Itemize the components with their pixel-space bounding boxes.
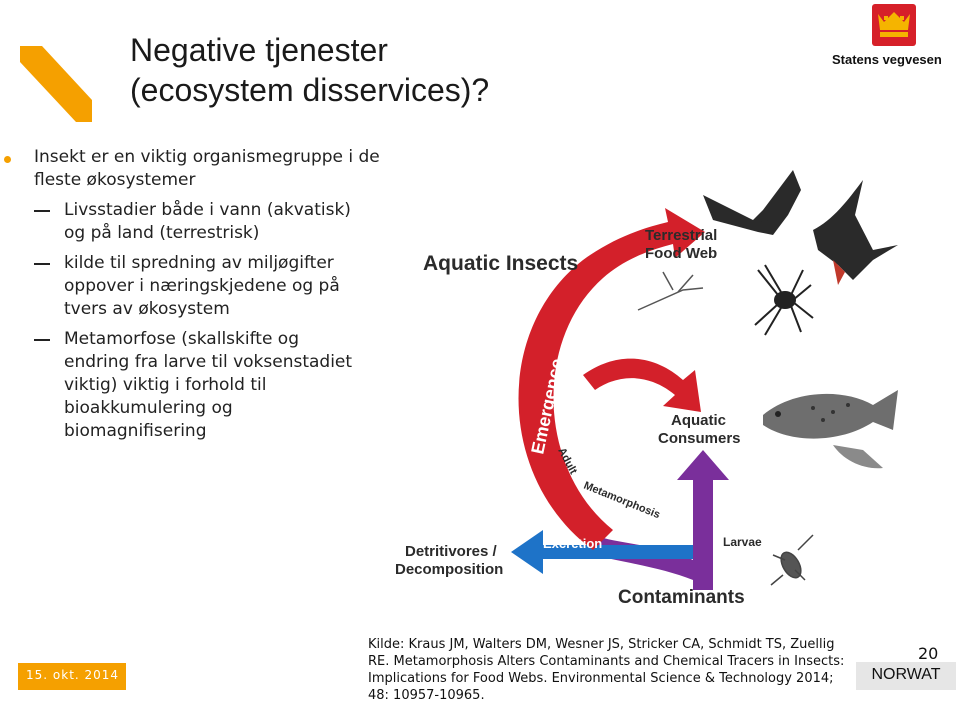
larva-icon <box>770 534 814 586</box>
excretion-label: Excretion <box>543 536 602 551</box>
aquatic-insects-label: Aquatic Insects <box>423 252 578 275</box>
sub-bullet: Livsstadier både i vann (akvatisk) og på… <box>0 199 364 245</box>
source-citation: Kilde: Kraus JM, Walters DM, Wesner JS, … <box>368 637 845 703</box>
detritivores-label-2: Decomposition <box>395 561 503 578</box>
statens-vegvesen-logo: Statens vegvesen <box>832 2 958 72</box>
dash-icon <box>34 210 50 212</box>
brand-name: Statens vegvesen <box>832 52 942 67</box>
aquatic-consumers-label-2: Consumers <box>658 430 741 447</box>
aquatic-consumers-label-1: Aquatic <box>671 412 726 429</box>
contaminant-uptake-arrow <box>677 450 729 590</box>
terrestrial-label-2: Food Web <box>645 245 717 262</box>
detritivores-label-1: Detritivores / <box>405 543 498 560</box>
contaminants-label: Contaminants <box>618 587 745 606</box>
sub-bullet-text: Livsstadier både i vann (akvatisk) og på… <box>64 200 351 243</box>
accent-stripe <box>20 46 92 122</box>
dash-icon <box>34 263 50 265</box>
bat-icon <box>703 170 801 235</box>
sub-bullet: Metamorfose (skallskifte og endring fra … <box>0 328 364 443</box>
norwat-label: NORWAT <box>871 666 941 683</box>
emergence-arrow <box>518 208 705 550</box>
sub-bullet-text: kilde til spredning av miljøgifter oppov… <box>64 253 340 319</box>
bullet-dot-icon <box>4 156 11 163</box>
dash-icon <box>34 339 50 341</box>
insect-contaminant-diagram: Aquatic Insects Terrestrial Food Web Aqu… <box>393 150 903 606</box>
title-line-2: (ecosystem disservices)? <box>130 72 490 108</box>
date-label: 15. okt. 2014 <box>26 668 120 682</box>
title-line-1: Negative tjenester <box>130 32 388 68</box>
terrestrial-label-1: Terrestrial <box>645 227 717 244</box>
norwat-badge: NORWAT <box>856 662 956 690</box>
page-number: 20 <box>918 644 939 663</box>
bullet-main: Insekt er en viktig organismegruppe i de… <box>0 146 380 192</box>
page-title: Negative tjenester (ecosystem disservice… <box>130 30 489 110</box>
bullet-main-text: Insekt er en viktig organismegruppe i de… <box>34 147 380 190</box>
mayfly-icon <box>637 271 704 311</box>
sub-bullet-text: Metamorfose (skallskifte og endring fra … <box>64 329 353 441</box>
larvae-label: Larvae <box>723 535 762 549</box>
excretion-arrow <box>511 530 693 574</box>
swallow-icon <box>813 180 898 285</box>
date-bar: 15. okt. 2014 <box>18 663 126 690</box>
crown-shield-icon <box>872 4 916 46</box>
sub-bullet: kilde til spredning av miljøgifter oppov… <box>0 252 364 321</box>
spider-icon <box>754 264 814 336</box>
bullet-list: Insekt er en viktig organismegruppe i de… <box>0 146 380 450</box>
consumer-arrow <box>583 358 701 412</box>
trout-icon <box>763 390 898 469</box>
